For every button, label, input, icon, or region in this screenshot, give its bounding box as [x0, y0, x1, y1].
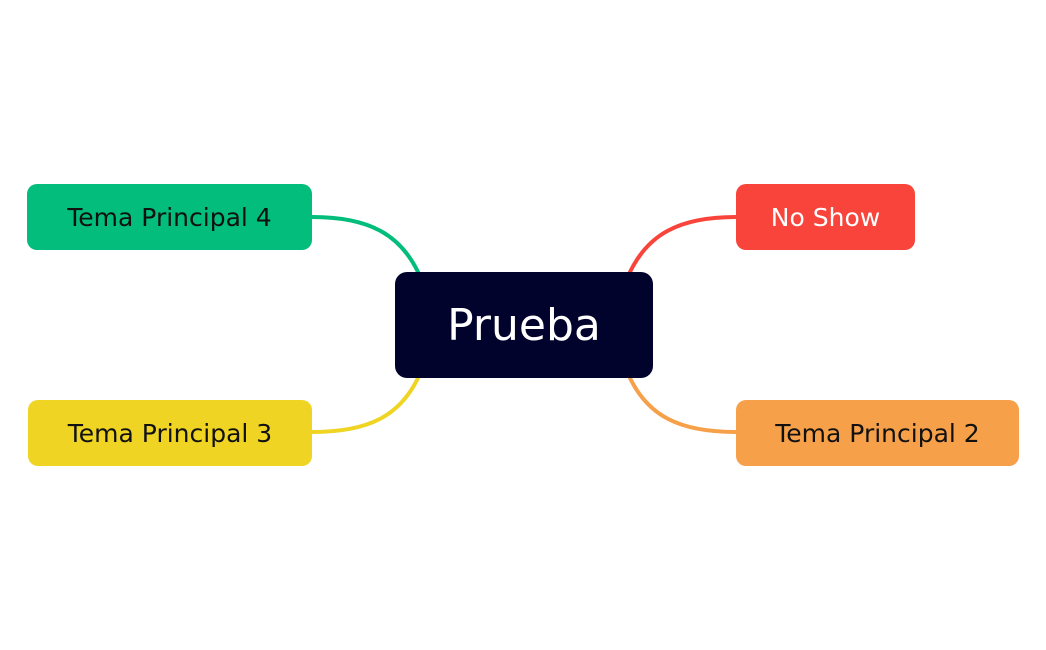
topic-node-no-show[interactable]: No Show [736, 184, 915, 250]
connector-topic-1 [628, 215, 738, 274]
central-topic[interactable]: Prueba [395, 272, 653, 378]
topic-node-tema-principal-2[interactable]: Tema Principal 2 [736, 400, 1019, 466]
topic-label: No Show [770, 202, 881, 232]
topic-node-tema-principal-4[interactable]: Tema Principal 4 [27, 184, 312, 250]
central-topic-label: Prueba [447, 299, 601, 351]
connector-topic-3 [310, 376, 420, 434]
topic-label: Tema Principal 3 [67, 418, 273, 448]
connector-topic-4 [310, 215, 420, 274]
topic-label: Tema Principal 2 [775, 418, 980, 448]
topic-label: Tema Principal 4 [67, 202, 272, 232]
topic-node-tema-principal-3[interactable]: Tema Principal 3 [28, 400, 312, 466]
connector-topic-2 [628, 376, 738, 434]
